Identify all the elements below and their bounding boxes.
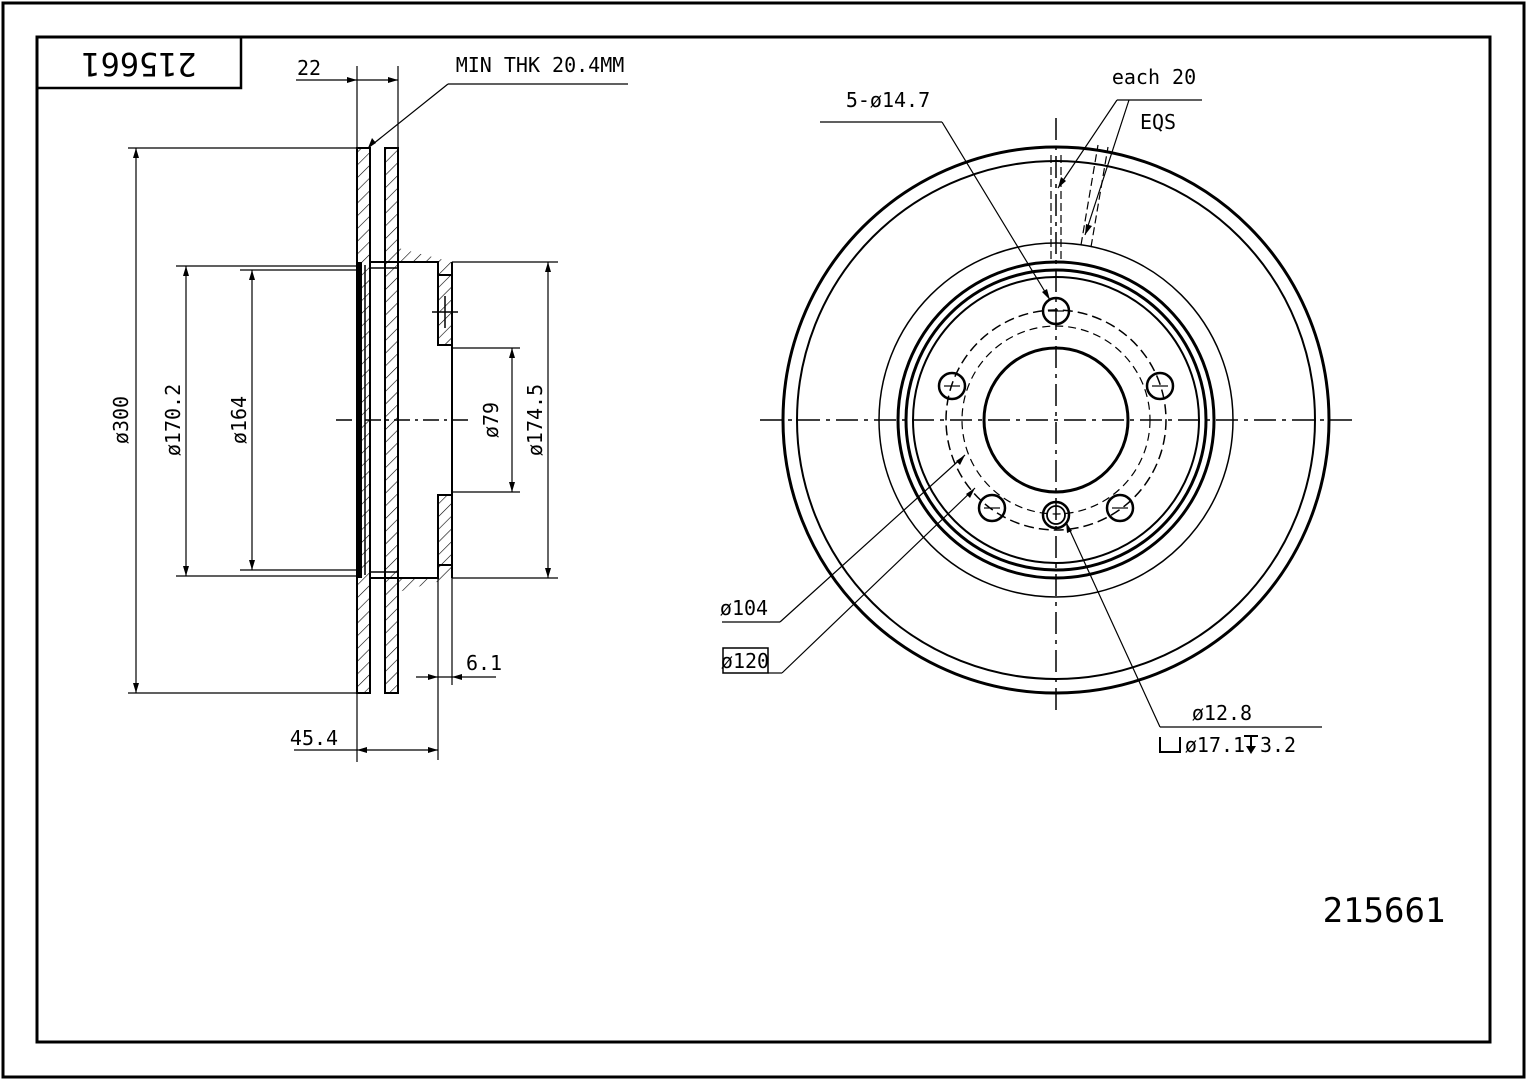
dim-total-height: 45.4 [290,726,338,750]
note-eqs: EQS [1140,110,1176,134]
front-view: each 20 EQS 5-ø14.7 ø104 ø120 ø12.8 ø17.… [720,65,1352,757]
pitch-circle [945,309,1167,531]
dim-pcd: ø120 [721,649,769,673]
depth-icon [1244,735,1258,754]
dim-hat-wall: 6.1 [466,651,502,675]
dim-center-bore: ø79 [479,402,503,438]
inner-frame [35,35,1492,1044]
vent-slots [1050,144,1109,260]
dim-thickness: 22 [297,56,321,80]
note-hole-diameter: ø12.8 [1192,701,1252,725]
dim-outer-diameter: ø300 [109,396,133,444]
note-counterbore-depth: 3.2 [1260,733,1296,757]
note-min-thickness: MIN THK 20.4MM [456,53,625,77]
part-number: 215661 [1323,891,1446,931]
disc-outer-chamfer [796,160,1316,680]
mirrored-part-number: 215661 [81,45,197,83]
counterbored-hole [1041,500,1071,530]
note-counterbore-dia: ø17.1 [1185,733,1245,757]
dim-pcd-inner: ø104 [720,596,768,620]
hat-outer-edge [896,260,1216,580]
center-bore [982,346,1130,494]
hat-inner-edge [912,276,1200,564]
dim-hat-inner: ø164 [227,396,251,444]
dim-hat-step: ø174.5 [523,384,547,456]
dim-pcd-box [722,647,769,674]
pitch-circle-inner [961,325,1151,515]
hat-face-lower [437,494,453,566]
side-view: 22 MIN THK 20.4MM ø300 ø170.2 ø164 [109,53,628,762]
hat-step-edge [904,268,1208,572]
disc-outer-edge [781,145,1331,695]
wheel-stud-holes [937,296,1175,523]
friction-inner-edge [878,242,1234,598]
dim-hat-outer: ø170.2 [161,384,185,456]
note-each-20: each 20 [1112,65,1196,89]
title-block: 215661 [35,35,243,90]
note-wheel-holes: 5-ø14.7 [846,88,930,112]
counterbore-icon [1159,737,1181,753]
